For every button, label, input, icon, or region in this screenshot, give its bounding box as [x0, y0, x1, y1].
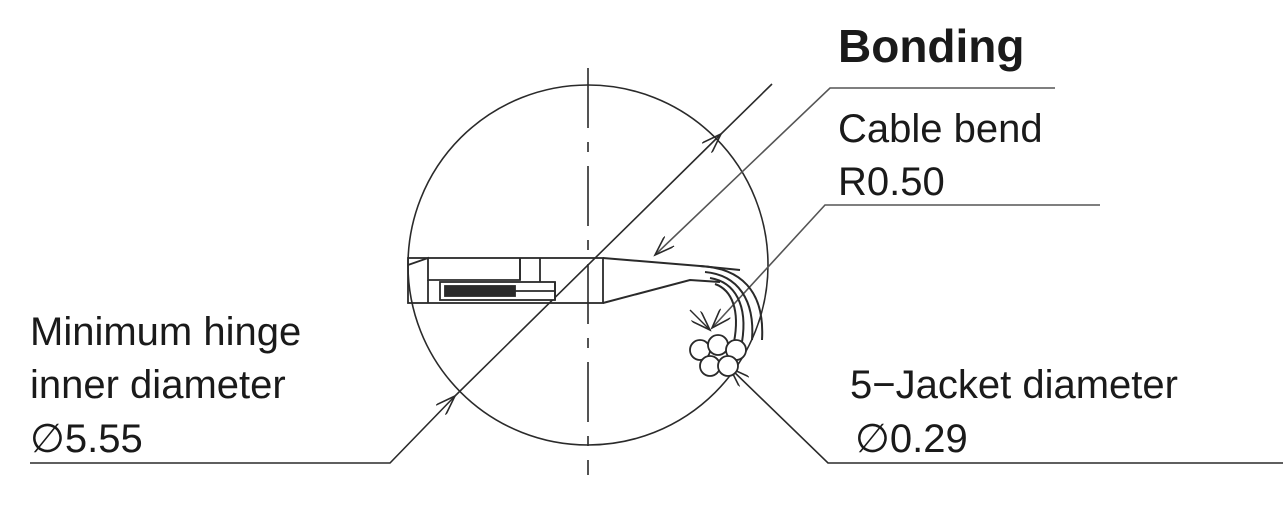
bonding-label: Bonding — [838, 20, 1025, 72]
cable-bend-leader — [712, 204, 1100, 328]
hinge-label-line2: inner diameter — [30, 363, 286, 407]
connector-body — [407, 256, 604, 304]
cable-bend — [602, 257, 764, 343]
diameter-extension — [720, 83, 773, 135]
cable-bend-value: R0.50 — [838, 160, 945, 204]
jacket-dimension-line — [689, 309, 710, 330]
jacket-cluster — [689, 334, 747, 377]
cable-bend-label: Cable bend — [838, 107, 1043, 151]
jacket-label: 5−Jacket diameter — [850, 363, 1178, 407]
hinge-leader — [30, 395, 456, 464]
bonding-leader — [655, 87, 1055, 255]
diameter-line — [455, 134, 721, 396]
jacket-value: ∅0.29 — [855, 417, 968, 461]
hinge-label-line1: Minimum hinge — [30, 310, 301, 354]
jacket-leader — [730, 368, 1283, 464]
hinge-value: ∅5.55 — [30, 417, 143, 461]
